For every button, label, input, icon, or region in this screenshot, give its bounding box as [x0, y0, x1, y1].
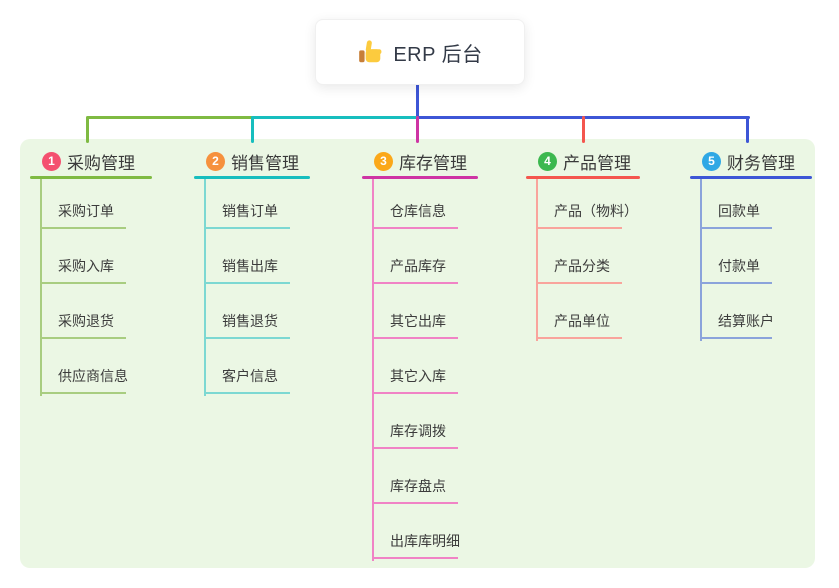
child-node[interactable]: 其它出库 [372, 284, 458, 339]
child-node[interactable]: 产品单位 [536, 284, 622, 339]
child-node[interactable]: 付款单 [700, 229, 772, 284]
child-label: 其它出库 [390, 313, 446, 329]
child-node[interactable]: 销售退货 [204, 284, 290, 339]
child-node[interactable]: 结算账户 [700, 284, 774, 339]
connector-drop-finance [746, 116, 749, 143]
branch-label: 采购管理 [67, 153, 135, 173]
branch-label: 销售管理 [231, 153, 299, 173]
child-label: 产品分类 [554, 258, 610, 274]
child-label: 产品单位 [554, 313, 610, 329]
child-node[interactable]: 产品（物料） [536, 179, 638, 229]
branch-node-inventory[interactable]: 3 库存管理 [362, 146, 478, 176]
branches-background-panel [20, 139, 815, 568]
root-label: ERP 后台 [393, 43, 483, 66]
branch-underline [194, 176, 310, 179]
branch-spine-line [700, 179, 702, 341]
child-label: 付款单 [718, 258, 760, 274]
child-label: 客户信息 [222, 368, 278, 384]
child-node[interactable]: 回款单 [700, 179, 772, 229]
child-node[interactable]: 供应商信息 [40, 339, 128, 394]
child-label: 产品库存 [390, 258, 446, 274]
branch-children-list: 回款单付款单结算账户 [700, 179, 774, 339]
child-label: 销售订单 [222, 203, 278, 219]
branch-spine-line [536, 179, 538, 341]
connector-drop-sales [251, 116, 254, 143]
branch-children-list: 产品（物料） 产品分类产品单位 [536, 179, 638, 339]
branch-node-purchase[interactable]: 1 采购管理 [30, 146, 152, 176]
connector-drop-inventory [416, 116, 419, 143]
root-node[interactable]: ERP 后台 [315, 19, 525, 85]
child-label: 采购退货 [58, 313, 114, 329]
child-label: 产品（物料） [554, 203, 638, 219]
branch-finance: 5 财务管理 回款单付款单结算账户 [690, 146, 812, 341]
branch-node-finance[interactable]: 5 财务管理 [690, 146, 812, 176]
branch-children-list: 采购订单采购入库采购退货供应商信息 [40, 179, 128, 394]
child-node[interactable]: 采购订单 [40, 179, 126, 229]
child-label: 采购入库 [58, 258, 114, 274]
child-node[interactable]: 销售订单 [204, 179, 290, 229]
child-node[interactable]: 仓库信息 [372, 179, 458, 229]
child-node[interactable]: 采购入库 [40, 229, 126, 284]
child-label: 库存盘点 [390, 478, 446, 494]
branch-purchase: 1 采购管理 采购订单采购入库采购退货供应商信息 [30, 146, 152, 396]
connector-drop-purchase [86, 116, 89, 143]
branch-sales: 2 销售管理 销售订单销售出库销售退货客户信息 [194, 146, 310, 396]
connector-bus-sales [252, 116, 419, 119]
child-label: 出库库明细 [390, 533, 460, 549]
thumbs-up-icon [359, 40, 382, 63]
child-label: 采购订单 [58, 203, 114, 219]
child-label: 销售出库 [222, 258, 278, 274]
child-label: 其它入库 [390, 368, 446, 384]
branch-number-badge: 1 [42, 151, 61, 171]
child-node[interactable]: 采购退货 [40, 284, 126, 339]
branch-node-sales[interactable]: 2 销售管理 [194, 146, 310, 176]
branch-spine-line [40, 179, 42, 396]
branch-number-badge: 5 [702, 151, 721, 171]
child-node[interactable]: 客户信息 [204, 339, 290, 394]
branch-spine-line [204, 179, 206, 396]
branch-number-badge: 2 [206, 151, 225, 171]
branch-underline [690, 176, 812, 179]
child-node[interactable]: 产品分类 [536, 229, 622, 284]
branch-underline [30, 176, 152, 179]
child-label: 供应商信息 [58, 368, 128, 384]
child-label: 仓库信息 [390, 203, 446, 219]
branch-node-product[interactable]: 4 产品管理 [526, 146, 640, 176]
branch-number-badge: 4 [538, 151, 557, 171]
child-node[interactable]: 产品库存 [372, 229, 458, 284]
branch-children-list: 仓库信息产品库存其它出库其它入库库存调拨库存盘点出库库明细 [372, 179, 460, 559]
branch-underline [362, 176, 478, 179]
branch-spine-line [372, 179, 374, 561]
branch-underline [526, 176, 640, 179]
child-node[interactable]: 销售出库 [204, 229, 290, 284]
branch-product: 4 产品管理 产品（物料） 产品分类产品单位 [526, 146, 640, 341]
child-node[interactable]: 出库库明细 [372, 504, 460, 559]
branch-label: 库存管理 [399, 153, 467, 173]
child-node[interactable]: 库存盘点 [372, 449, 458, 504]
branch-label: 财务管理 [727, 153, 795, 173]
child-label: 回款单 [718, 203, 760, 219]
branch-label: 产品管理 [563, 153, 631, 173]
branch-children-list: 销售订单销售出库销售退货客户信息 [204, 179, 290, 394]
child-label: 库存调拨 [390, 423, 446, 439]
connector-drop-product [582, 116, 585, 143]
root-stem-line [416, 83, 419, 119]
child-label: 销售退货 [222, 313, 278, 329]
child-label: 结算账户 [718, 313, 774, 329]
branch-inventory: 3 库存管理 仓库信息产品库存其它出库其它入库库存调拨库存盘点出库库明细 [362, 146, 478, 561]
child-node[interactable]: 库存调拨 [372, 394, 458, 449]
child-node[interactable]: 其它入库 [372, 339, 458, 394]
branch-number-badge: 3 [374, 151, 393, 171]
